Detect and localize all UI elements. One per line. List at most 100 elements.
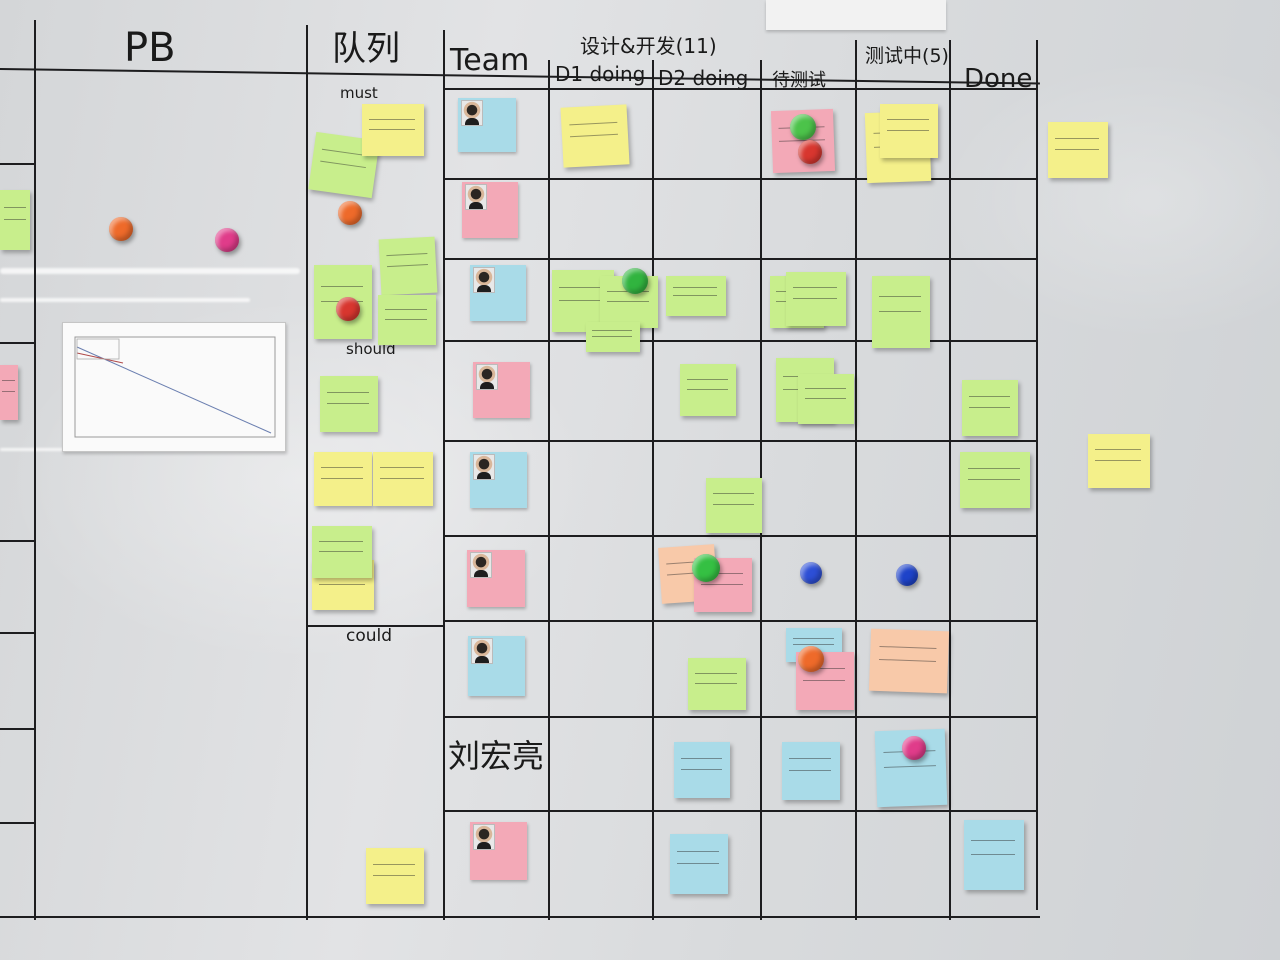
header-done: Done xyxy=(964,64,1033,94)
sticky-note[interactable] xyxy=(378,236,438,296)
team-member-card xyxy=(468,636,525,696)
grid-hline xyxy=(443,716,1038,718)
grid-hline xyxy=(0,728,34,730)
member-photo-icon xyxy=(476,364,498,390)
header-team: Team xyxy=(450,43,530,78)
glare xyxy=(0,268,300,274)
team-member-name: 刘宏亮 xyxy=(448,737,545,775)
member-photo-icon xyxy=(461,100,483,126)
member-photo-icon xyxy=(473,454,495,480)
grid-vline xyxy=(949,40,951,920)
sticky-note[interactable] xyxy=(688,658,746,710)
grid-hline xyxy=(306,625,443,627)
grid-vline xyxy=(443,30,445,920)
sticky-note[interactable] xyxy=(680,364,736,416)
smiley-magnet-icon[interactable] xyxy=(109,217,133,241)
header-pb: PB xyxy=(124,25,176,71)
team-member-card xyxy=(470,822,527,880)
grid-hline xyxy=(0,916,1040,918)
grid-hline xyxy=(0,540,34,542)
sticky-note[interactable] xyxy=(674,742,730,798)
sticky-note[interactable] xyxy=(666,276,726,316)
member-photo-icon xyxy=(473,267,495,293)
queue-section-must: must xyxy=(340,84,378,102)
sticky-note[interactable] xyxy=(782,742,840,800)
sticky-note[interactable] xyxy=(0,365,18,420)
grid-hline xyxy=(443,178,1038,180)
sticky-note[interactable] xyxy=(872,276,930,348)
sticky-note[interactable] xyxy=(586,322,640,352)
grid-hline xyxy=(0,632,34,634)
sticky-note[interactable] xyxy=(798,374,854,424)
smiley-magnet-icon[interactable] xyxy=(622,268,648,294)
sticky-note[interactable] xyxy=(960,452,1030,508)
round-magnet-icon[interactable] xyxy=(800,562,822,584)
header-wait-test: 待测试 xyxy=(772,70,826,91)
queue-section-should: should xyxy=(346,340,396,358)
team-member-card xyxy=(470,452,527,508)
grid-vline xyxy=(306,25,308,920)
grid-hline xyxy=(443,535,1038,537)
header-queue: 队列 xyxy=(332,29,400,69)
team-member-card xyxy=(467,550,525,607)
round-magnet-icon[interactable] xyxy=(215,228,239,252)
header-d2-doing: D2 doing xyxy=(658,66,749,90)
smiley-magnet-icon[interactable] xyxy=(798,646,824,672)
sticky-note[interactable] xyxy=(373,452,433,506)
sticky-note[interactable] xyxy=(964,820,1024,890)
burndown-chart-printout xyxy=(62,322,286,452)
member-photo-icon xyxy=(471,638,493,664)
grid-hline xyxy=(0,342,34,344)
sticky-note[interactable] xyxy=(868,628,950,694)
round-magnet-icon[interactable] xyxy=(902,736,926,760)
sticky-note[interactable] xyxy=(1088,434,1150,488)
sticky-note[interactable] xyxy=(962,380,1018,436)
team-member-card xyxy=(473,362,530,418)
sticky-note[interactable] xyxy=(880,104,938,158)
grid-hline xyxy=(443,88,1038,90)
grid-hline xyxy=(0,822,34,824)
grid-vline xyxy=(652,60,654,920)
header-testing: 测试中(5) xyxy=(865,45,949,67)
member-photo-icon xyxy=(470,552,492,578)
sticky-note[interactable] xyxy=(706,478,762,533)
sticky-note[interactable] xyxy=(312,526,372,578)
sticky-note[interactable] xyxy=(0,190,30,250)
sticky-note[interactable] xyxy=(1048,122,1108,178)
sticky-note[interactable] xyxy=(378,295,436,345)
grid-vline xyxy=(855,40,857,920)
grid-hline xyxy=(443,340,1038,342)
grid-hline xyxy=(443,440,1038,442)
team-member-card xyxy=(470,265,526,321)
sticky-note[interactable] xyxy=(366,848,424,904)
member-photo-icon xyxy=(473,824,495,850)
header-design-dev: 设计&开发(11) xyxy=(580,34,717,58)
round-magnet-icon[interactable] xyxy=(336,297,360,321)
smiley-magnet-icon[interactable] xyxy=(338,201,362,225)
chart-graphic xyxy=(74,336,276,438)
grid-hline xyxy=(443,258,1038,260)
queue-section-could: could xyxy=(346,626,393,646)
member-photo-icon xyxy=(465,184,487,210)
sticky-note[interactable] xyxy=(560,104,630,168)
sticky-note[interactable] xyxy=(314,452,372,506)
smiley-magnet-icon[interactable] xyxy=(692,554,720,582)
grid-hline xyxy=(0,163,34,165)
grid-hline xyxy=(443,620,1038,622)
header-d1-doing: D1 doing xyxy=(555,62,646,86)
team-member-card xyxy=(462,182,518,238)
round-magnet-icon[interactable] xyxy=(896,564,918,586)
round-magnet-icon[interactable] xyxy=(790,114,816,140)
grid-hline xyxy=(443,810,1038,812)
sticky-note[interactable] xyxy=(362,104,424,156)
team-member-card xyxy=(458,98,516,152)
grid-vline xyxy=(1036,40,1038,910)
top-paper-sheet xyxy=(766,0,946,30)
sticky-note[interactable] xyxy=(670,834,728,894)
grid-vline xyxy=(34,20,36,920)
sticky-note[interactable] xyxy=(320,376,378,432)
sticky-note[interactable] xyxy=(786,272,846,326)
round-magnet-icon[interactable] xyxy=(798,140,822,164)
grid-vline xyxy=(548,60,550,920)
